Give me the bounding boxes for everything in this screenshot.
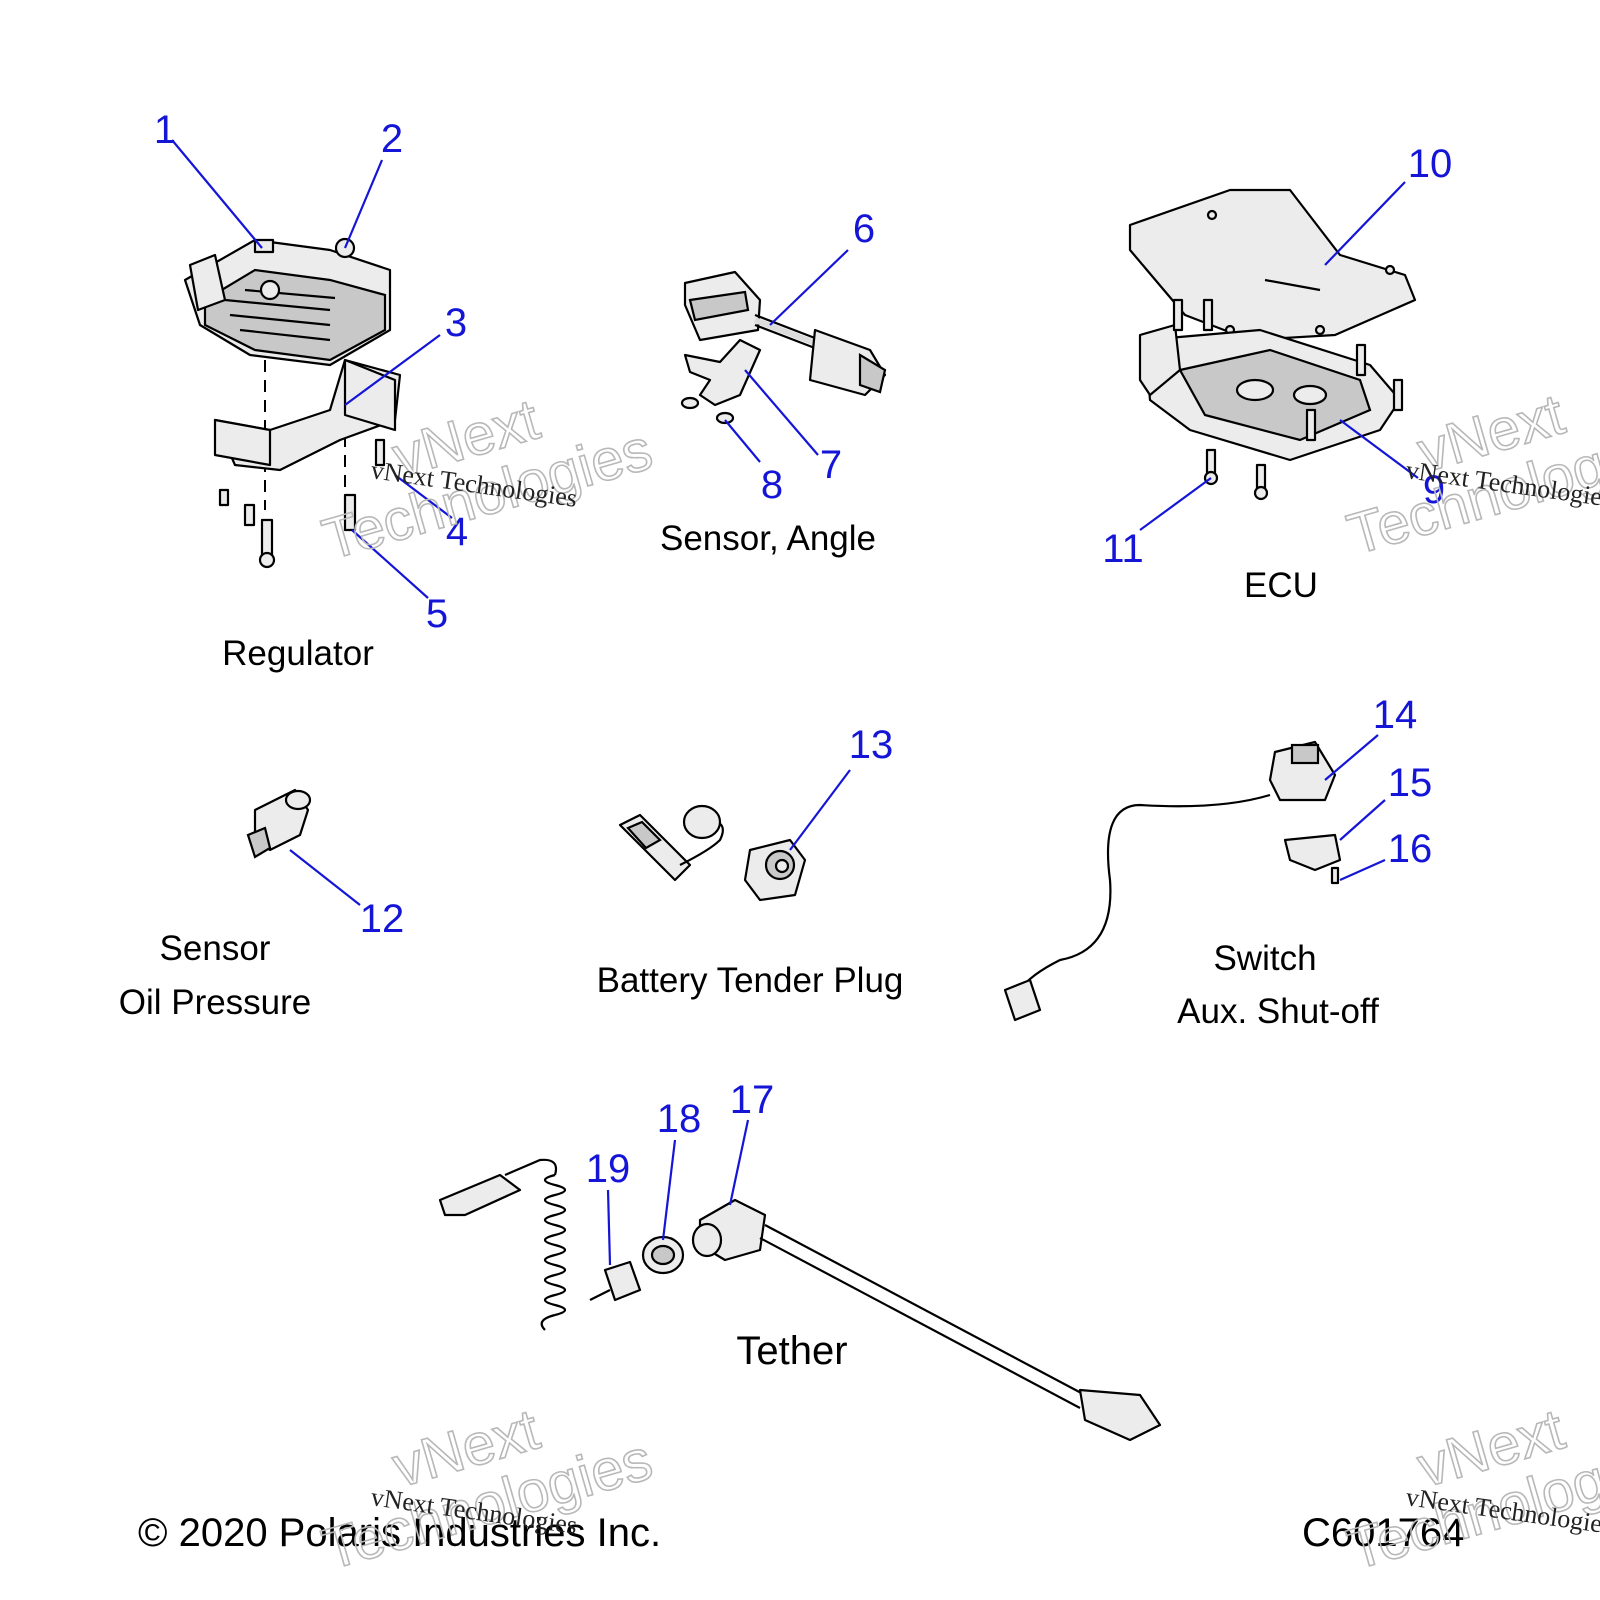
diagram-code: C601764 — [1302, 1511, 1464, 1555]
label-sensor-angle: Sensor, Angle — [660, 519, 876, 558]
label-regulator: Regulator — [222, 634, 374, 673]
watermark-4: vNext Technologies — [1340, 1396, 1600, 1583]
oil-pressure-sensor-illustration — [246, 788, 312, 859]
label-sensor-oil-line1: Sensor — [160, 929, 271, 968]
leader-14 — [1324, 734, 1379, 781]
leader-10 — [1324, 181, 1406, 266]
group-labels: Regulator Sensor, Angle ECU Sensor Oil P… — [119, 519, 1379, 1373]
label-switch-line1: Switch — [1213, 939, 1316, 978]
leader-5 — [351, 529, 429, 599]
callout-3: 3 — [445, 301, 467, 345]
callout-5: 5 — [426, 592, 448, 636]
callout-1: 1 — [154, 108, 176, 152]
label-battery-tender: Battery Tender Plug — [597, 961, 904, 1000]
leader-3 — [344, 334, 441, 406]
callout-15: 15 — [1388, 761, 1433, 805]
callout-17: 17 — [730, 1078, 775, 1122]
tether-illustration — [438, 1158, 1162, 1442]
leader-1 — [171, 139, 263, 249]
leader-19 — [606, 1189, 612, 1266]
callout-8: 8 — [761, 463, 783, 507]
callout-4: 4 — [446, 510, 468, 554]
callout-11: 11 — [1102, 527, 1144, 571]
callout-7: 7 — [820, 443, 842, 487]
leader-15 — [1339, 799, 1386, 841]
sensor-angle-illustration — [680, 270, 887, 425]
copyright-text: © 2020 Polaris Industries Inc. — [138, 1511, 661, 1555]
callout-18: 18 — [657, 1097, 702, 1141]
leader-8 — [724, 419, 761, 463]
callout-numbers: 1 2 3 4 5 6 7 8 9 10 11 12 13 14 15 16 1… — [154, 108, 1452, 1191]
switch-aux-shutoff-illustration — [1003, 740, 1342, 1022]
callout-6: 6 — [853, 207, 875, 251]
leader-4 — [394, 474, 453, 519]
callout-10: 10 — [1408, 142, 1453, 186]
callout-12: 12 — [360, 897, 405, 941]
leader-7 — [744, 369, 819, 456]
leader-lines — [171, 139, 1419, 1266]
callout-14: 14 — [1373, 693, 1418, 737]
leader-18 — [661, 1139, 677, 1241]
callout-13: 13 — [849, 723, 894, 767]
leader-6 — [769, 249, 849, 326]
label-ecu: ECU — [1244, 566, 1318, 605]
footer: © 2020 Polaris Industries Inc. C601764 — [138, 1511, 1464, 1555]
leader-2 — [343, 159, 384, 249]
leader-13 — [789, 769, 851, 851]
label-switch-line2: Aux. Shut-off — [1177, 992, 1379, 1031]
callout-16: 16 — [1388, 827, 1433, 871]
callout-19: 19 — [586, 1147, 631, 1191]
leader-9 — [1339, 419, 1419, 479]
ecu-illustration — [1128, 188, 1417, 501]
label-sensor-oil-line2: Oil Pressure — [119, 983, 312, 1022]
callout-2: 2 — [381, 117, 403, 161]
callout-9: 9 — [1423, 468, 1445, 512]
battery-tender-plug-illustration — [618, 804, 807, 902]
leader-11 — [1139, 477, 1212, 531]
leader-12 — [289, 849, 361, 906]
leader-16 — [1339, 858, 1386, 882]
label-tether: Tether — [736, 1329, 847, 1373]
watermarks: vNext Technologies vNext Technologies vN… — [315, 381, 1600, 1583]
leader-17 — [728, 1119, 750, 1206]
